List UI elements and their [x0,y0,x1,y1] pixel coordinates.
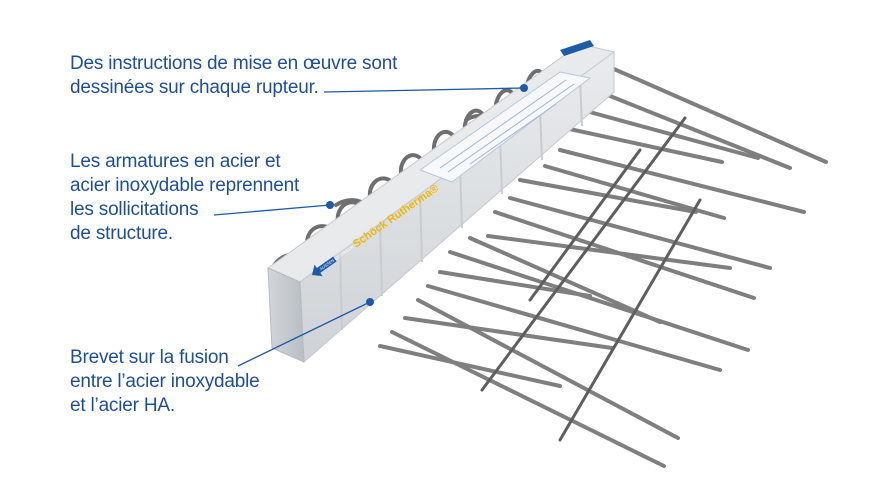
callout-line: les sollicitations [70,199,199,220]
leader-lines [213,87,525,367]
cross-bars [480,116,702,442]
end-tag [560,40,594,56]
callout-line: Les armatures en acier et [70,151,281,172]
callout-line: et l’acier HA. [70,395,175,416]
callout-dots [326,84,528,306]
main-rebars [378,60,828,468]
callout-rebars: Les armatures en acier et acier inoxydab… [70,150,299,246]
insulation-ribs [339,78,583,331]
insulation-end [267,267,305,363]
instruction-lines [439,79,575,173]
callout-line: Des instructions de mise en œuvre sont [70,53,398,74]
callout-dot-icon [366,298,374,306]
callout-line: de structure. [70,223,174,244]
callout-line: entre l’acier inoxydable [70,371,260,392]
callout-dot-icon [520,84,528,92]
callout-line: acier inoxydable reprennent [70,175,300,196]
callout-dot-icon [326,201,334,209]
callout-instructions: Des instructions de mise en œuvre sont d… [70,52,397,100]
instruction-label [418,71,592,183]
callout-line: Brevet sur la fusion [70,347,229,368]
callout-line: dessinées sur chaque rupteur. [70,77,319,98]
callout-patent: Brevet sur la fusion entre l’acier inoxy… [70,346,260,418]
